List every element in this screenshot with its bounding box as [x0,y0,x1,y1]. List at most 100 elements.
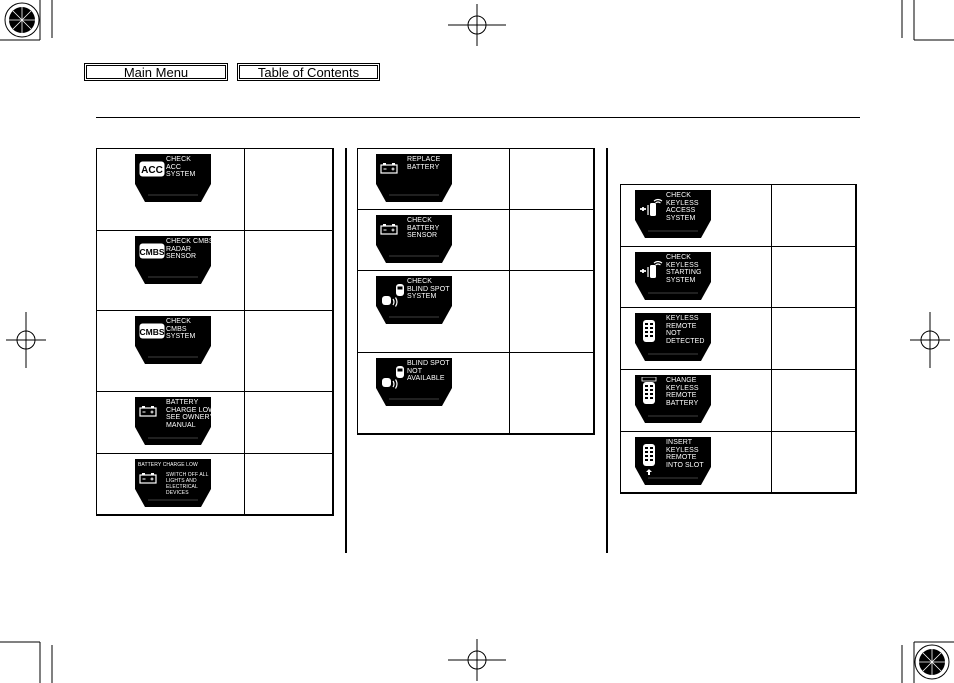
display-message-line: DEVICES [166,490,189,496]
info-display-screen [376,358,452,406]
display-message-line: BATTERY [666,399,699,407]
main-menu-button[interactable]: Main Menu [84,63,228,81]
display-message-line: LIGHTS AND [166,478,197,484]
display-message-line: NOT [666,330,682,337]
display-message-line: SEE OWNER'S [166,414,216,421]
display-message-line: MANUAL [166,421,196,429]
display-message-line: KEYLESS [666,261,699,269]
display-message-line: CHECK [407,278,433,285]
display-message-line: SWITCH OFF ALL [166,472,209,478]
icon-badge-text: CMBS [139,327,164,337]
keyless-signal-icon [639,259,665,284]
key-fob-insert-icon [639,439,659,480]
display-header-text: BATTERY CHARGE LOW [138,462,198,468]
header-rule [96,117,860,118]
display-message-line: AVAILABLE [407,375,445,382]
display-message-line: INTO SLOT [666,461,704,469]
display-message-line: SYSTEM [166,333,196,340]
display-message-line: BATTERY [407,163,440,171]
info-display-screen [635,190,711,238]
cmbs-badge-icon: CMBS [139,323,165,344]
icon-badge-text: CMBS [139,247,164,257]
display-message-line: CMBS [166,325,187,333]
display-message-line: BLIND SPOT [407,360,450,367]
display-message-line: REMOTE [666,454,697,461]
info-display-screen [376,215,452,263]
display-message-line: SYSTEM [666,214,696,222]
key-fob-battery-icon [639,376,659,418]
display-message-line: REMOTE [666,322,697,330]
battery-icon [139,404,157,422]
display-message-line: SENSOR [166,253,197,260]
display-message-line: SYSTEM [166,171,196,178]
acc-badge-icon: ACC [139,161,165,182]
display-message-line: KEYLESS [666,384,699,392]
display-message-line: REMOTE [666,392,697,399]
info-display-screen [635,252,711,300]
column-divider-1 [345,148,347,553]
display-message-line: CHECK [666,192,692,199]
info-display-screen [376,276,452,324]
display-message-line: SENSOR [407,232,438,239]
display-message-line: CHANGE [666,377,697,384]
battery-icon [380,222,398,240]
icon-badge-text: ACC [141,165,163,176]
display-message-line: CHECK CMBS [166,238,214,245]
display-message-line: KEYLESS [666,315,699,322]
display-message-line: DETECTED [666,337,705,345]
table-of-contents-button[interactable]: Table of Contents [237,63,380,81]
display-message-line: CHECK [666,254,692,261]
battery-icon [139,471,157,489]
display-message-line: CHARGE LOW [166,406,215,414]
display-message-line: STARTING [666,269,702,276]
display-message-line: RADAR [166,245,192,253]
display-message-line: BATTERY [407,224,440,232]
display-message-line: INSERT [666,439,693,446]
display-message-line: ACC [166,163,182,171]
cmbs-badge-icon: CMBS [139,243,165,264]
display-message-line: REPLACE [407,156,441,163]
display-message-line: CHECK [407,217,433,224]
key-fob-icon [639,315,659,356]
display-message-line: NOT [407,367,423,375]
battery-icon [380,161,398,179]
column-divider-2 [606,148,608,553]
blind-spot-icon [380,283,408,314]
display-message-line: KEYLESS [666,199,699,207]
display-message-line: ELECTRICAL [166,484,198,490]
info-display-screen [135,397,211,445]
info-display-screen [376,154,452,202]
display-message-line: KEYLESS [666,446,699,454]
display-message-line: ACCESS [666,207,696,214]
display-message-line: CHECK [166,156,192,163]
